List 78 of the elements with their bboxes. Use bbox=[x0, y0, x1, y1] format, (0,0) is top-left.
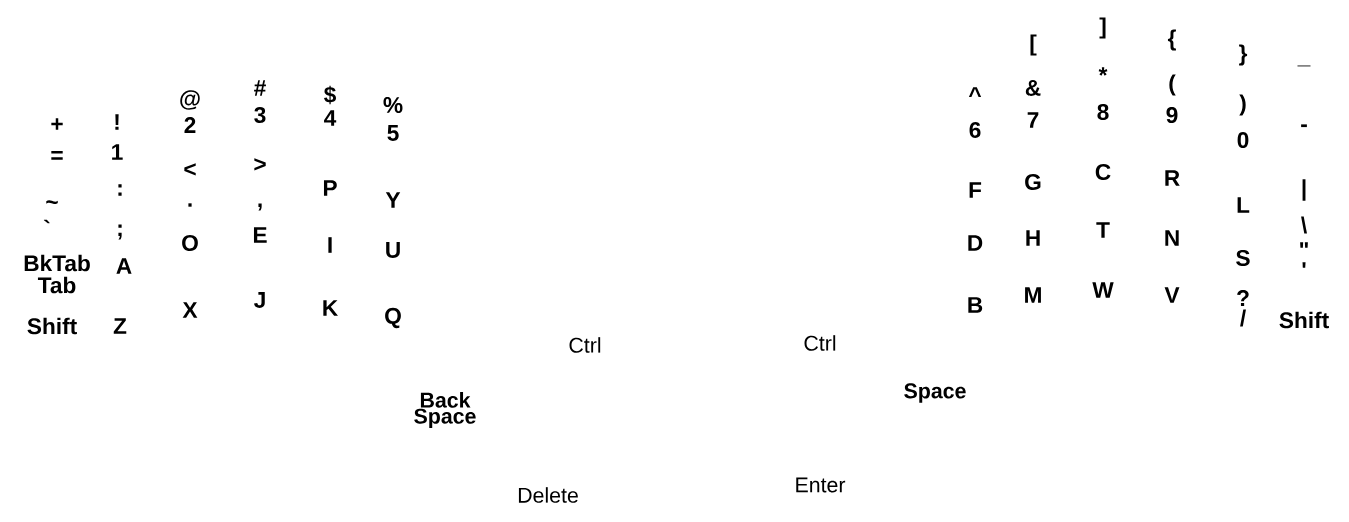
key-label: D bbox=[968, 235, 983, 251]
key-label: C bbox=[1095, 163, 1111, 181]
key-label: : bbox=[118, 184, 122, 196]
key-label: , bbox=[258, 203, 262, 211]
key-label: [ bbox=[1030, 34, 1037, 56]
key-label: ] bbox=[1099, 17, 1106, 39]
key-label: 5 bbox=[387, 125, 399, 141]
key-label: Shift bbox=[27, 317, 77, 335]
key-label: 4 bbox=[324, 110, 337, 126]
key-label: ^ bbox=[968, 87, 982, 98]
key-label: / bbox=[1240, 309, 1246, 327]
key-label: B bbox=[968, 297, 983, 313]
key-label: Ctrl bbox=[804, 335, 836, 351]
key-label: { bbox=[1167, 29, 1176, 51]
key-label: F bbox=[969, 182, 982, 198]
key-label: Enter bbox=[796, 477, 846, 493]
key-label: J bbox=[254, 292, 265, 308]
key-label: _ bbox=[1297, 65, 1311, 67]
key-label: ` bbox=[43, 219, 50, 224]
key-label: V bbox=[1164, 287, 1180, 303]
key-label: 6 bbox=[969, 121, 981, 139]
key-label: ' bbox=[1302, 262, 1306, 268]
key-label: 7 bbox=[1027, 112, 1039, 128]
key-label: > bbox=[254, 158, 266, 171]
key-label: 1 bbox=[112, 144, 123, 160]
key-label: W bbox=[1092, 282, 1114, 298]
key-label: } bbox=[1239, 44, 1248, 66]
key-label: = bbox=[51, 151, 63, 160]
key-label: . bbox=[188, 203, 192, 207]
key-label: N bbox=[1165, 230, 1179, 246]
key-label: Y bbox=[385, 192, 401, 208]
key-label: Space bbox=[904, 383, 966, 403]
key-label: L bbox=[1237, 197, 1250, 213]
key-label: A bbox=[116, 258, 132, 274]
key-label: U bbox=[386, 242, 400, 258]
key-label: ~ bbox=[46, 200, 58, 204]
key-label: < bbox=[184, 163, 196, 176]
key-label: Tab bbox=[37, 276, 76, 294]
key-label: K bbox=[323, 300, 338, 316]
key-label: R bbox=[1165, 170, 1180, 186]
key-label: - bbox=[1301, 124, 1307, 128]
key-label: I bbox=[328, 237, 332, 253]
key-label: 3 bbox=[254, 106, 266, 124]
key-label: Q bbox=[385, 307, 401, 329]
key-label: H bbox=[1026, 230, 1040, 246]
key-label: " bbox=[1300, 242, 1308, 248]
key-label: | bbox=[1302, 179, 1306, 201]
key-label: \ bbox=[1301, 216, 1307, 234]
key-label: ; bbox=[118, 224, 122, 240]
key-label: $ bbox=[324, 85, 336, 105]
key-label: O bbox=[182, 234, 198, 252]
key-label: * bbox=[1098, 67, 1108, 76]
key-label: 0 bbox=[1237, 131, 1249, 149]
key-label: @ bbox=[180, 90, 200, 110]
key-label: 9 bbox=[1166, 106, 1178, 124]
key-label: ( bbox=[1169, 74, 1176, 96]
key-label: ) bbox=[1239, 94, 1246, 116]
key-label: 2 bbox=[184, 117, 196, 133]
key-label: # bbox=[254, 80, 266, 96]
key-label: X bbox=[182, 302, 198, 318]
key-label: ! bbox=[115, 114, 119, 130]
key-label: T bbox=[1096, 222, 1110, 238]
key-label: E bbox=[253, 227, 267, 243]
key-label: ? bbox=[1237, 290, 1249, 306]
key-label: M bbox=[1025, 287, 1041, 303]
key-label: % bbox=[383, 97, 403, 113]
key-label: + bbox=[51, 118, 63, 130]
key-label: Ctrl bbox=[569, 337, 601, 353]
key-label: P bbox=[323, 180, 337, 196]
key-label: Shift bbox=[1279, 311, 1329, 329]
key-label: Z bbox=[113, 318, 127, 334]
key-label: 8 bbox=[1097, 103, 1109, 121]
key-label: BkTab bbox=[24, 254, 90, 272]
key-label: G bbox=[1025, 173, 1041, 191]
key-label: Back Space bbox=[414, 392, 476, 428]
key-label: & bbox=[1025, 80, 1041, 96]
key-label: S bbox=[1236, 249, 1250, 267]
key-label: Delete bbox=[518, 487, 578, 503]
